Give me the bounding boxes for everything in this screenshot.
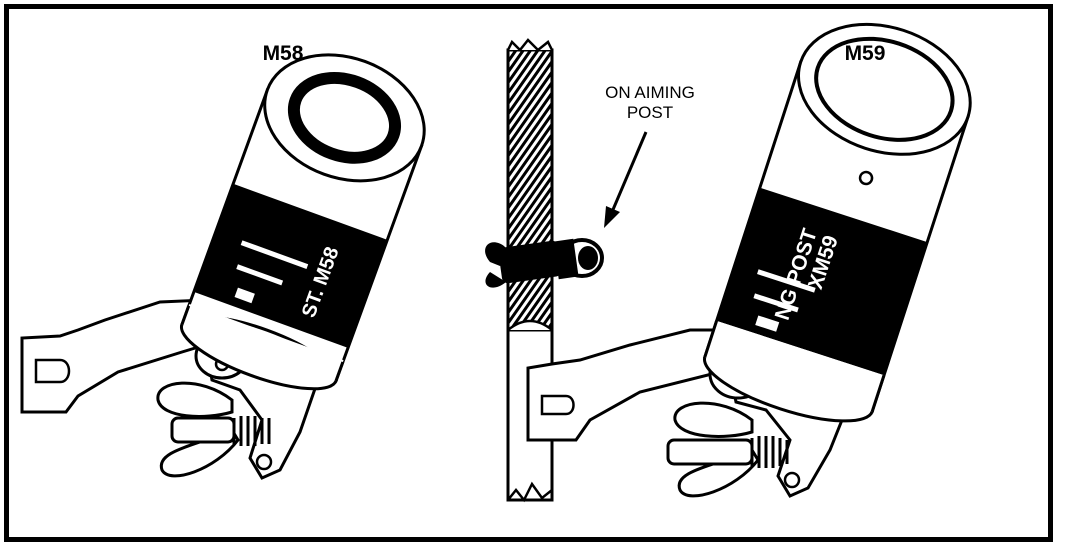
m58-light-device: ST. M58 <box>20 53 426 480</box>
m58-dark-band <box>193 183 388 348</box>
aiming-post <box>485 38 648 503</box>
callout-line-2: POST <box>626 103 674 122</box>
m58-label: M58 <box>262 42 304 65</box>
callout-line-1: ON AIMING <box>605 83 695 102</box>
aiming-post-mini-light <box>485 238 604 288</box>
m59-light-device: NG POST XM59 <box>526 22 972 498</box>
callout-label: ON AIMING POST <box>560 83 740 123</box>
m58-wing-nut <box>156 381 240 478</box>
m59-label: M59 <box>844 42 886 65</box>
callout-arrow <box>610 131 648 213</box>
m59-lens-opening <box>814 36 955 142</box>
m58-lens-opening <box>287 71 402 164</box>
